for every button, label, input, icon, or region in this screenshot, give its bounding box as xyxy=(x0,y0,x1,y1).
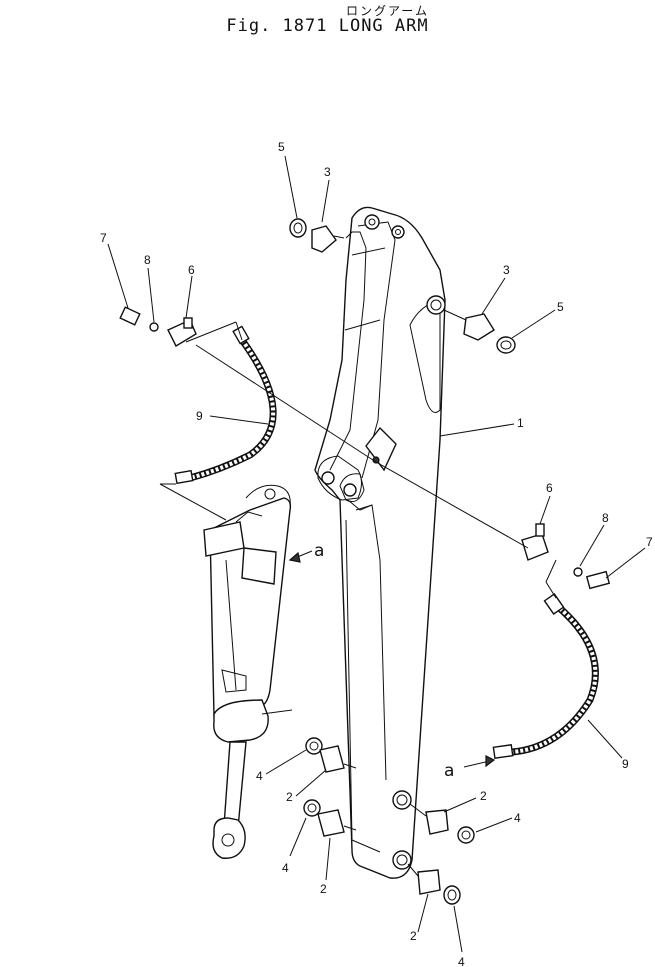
callout-5-right: 5 xyxy=(557,300,564,314)
callout-2-right-upper: 2 xyxy=(480,789,487,803)
assembly-lines xyxy=(159,235,557,877)
callout-4-right-upper: 4 xyxy=(514,811,521,825)
lower-fitting-group xyxy=(521,523,611,590)
reference-a-hose: a xyxy=(444,761,454,781)
callout-4-left-upper: 4 xyxy=(256,769,263,783)
top-bushings xyxy=(289,218,516,354)
callout-3-top: 3 xyxy=(324,165,331,179)
reference-a-cylinder: a xyxy=(314,541,324,561)
callout-7-upper: 7 xyxy=(100,231,107,245)
callout-3-right: 3 xyxy=(503,263,510,277)
upper-fitting-group xyxy=(119,306,197,347)
callout-2-left-lower: 2 xyxy=(320,882,327,896)
title-kana: ロングアーム xyxy=(346,4,429,18)
callout-2-left-upper: 2 xyxy=(286,790,293,804)
callout-7-lower: 7 xyxy=(646,535,653,549)
callout-9-lower: 9 xyxy=(622,757,629,771)
callout-4-right-lower: 4 xyxy=(458,955,465,967)
hose-upper xyxy=(174,325,277,485)
callout-8-lower: 8 xyxy=(602,511,609,525)
callout-2-right-lower: 2 xyxy=(410,929,417,943)
callout-6-lower: 6 xyxy=(546,481,553,495)
figure-title: Fig. 1871 LONG ARM xyxy=(226,16,429,36)
callout-8-upper: 8 xyxy=(144,253,151,267)
callout-6-upper: 6 xyxy=(188,263,195,277)
callout-5-top: 5 xyxy=(278,140,285,154)
bottom-bushings xyxy=(303,737,475,905)
callout-9-upper: 9 xyxy=(196,409,203,423)
leader-lines xyxy=(107,155,646,953)
arm-cylinder xyxy=(203,484,292,859)
long-arm-body xyxy=(314,206,446,879)
callout-4-left-lower: 4 xyxy=(282,861,289,875)
callout-labels: 1 5 3 3 5 7 8 6 9 6 8 7 9 4 2 4 2 2 4 2 … xyxy=(100,140,653,967)
callout-1: 1 xyxy=(517,416,524,430)
hose-lower xyxy=(492,593,599,759)
